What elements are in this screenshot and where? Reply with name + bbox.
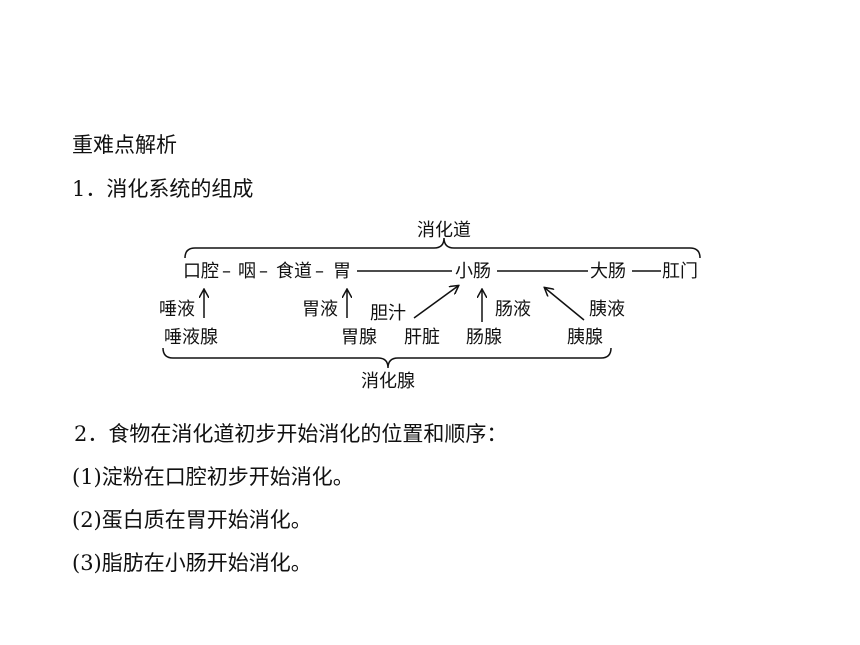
tract-separator: – (222, 261, 231, 282)
bile-arrow (413, 286, 458, 319)
juice-gastric: 胃液 (302, 299, 338, 320)
section-title: 重难点解析 (72, 133, 177, 157)
item-1-heading: 1．消化系统的组成 (72, 177, 254, 201)
gland-intestinal: 肠腺 (466, 327, 502, 348)
tract-stomach: 胃 (333, 261, 351, 282)
digestive-tract-label: 消化道 (417, 220, 471, 241)
point-starch: (1)淀粉在口腔初步开始消化。 (72, 465, 354, 489)
gland-pancreas: 胰腺 (567, 327, 603, 348)
point-protein: (2)蛋白质在胃开始消化。 (72, 508, 312, 532)
tract-mouth: 口腔 (183, 261, 219, 282)
tract-separator: – (259, 261, 268, 282)
gland-salivary: 唾液腺 (164, 327, 218, 348)
tract-separator: – (315, 261, 324, 282)
tract-anus: 肛门 (662, 261, 698, 282)
juice-saliva: 唾液 (159, 299, 195, 320)
digestive-tract-brace (184, 237, 701, 259)
juice-pancreatic: 胰液 (589, 299, 625, 320)
tract-large-intestine: 大肠 (590, 261, 626, 282)
digestive-glands-brace (162, 347, 612, 369)
pancreatic-juice-arrow (545, 288, 585, 321)
juice-intestinal: 肠液 (495, 299, 531, 320)
gland-gastric: 胃腺 (341, 327, 377, 348)
gland-liver: 肝脏 (404, 327, 440, 348)
digestive-glands-label: 消化腺 (361, 371, 415, 392)
tract-esophagus: 食道 (276, 261, 312, 282)
tract-pharynx: 咽 (238, 261, 256, 282)
point-fat: (3)脂肪在小肠开始消化。 (72, 551, 312, 575)
juice-bile: 胆汁 (370, 303, 406, 324)
tract-small-intestine: 小肠 (455, 261, 491, 282)
item-2-heading: 2．食物在消化道初步开始消化的位置和顺序： (74, 422, 508, 446)
